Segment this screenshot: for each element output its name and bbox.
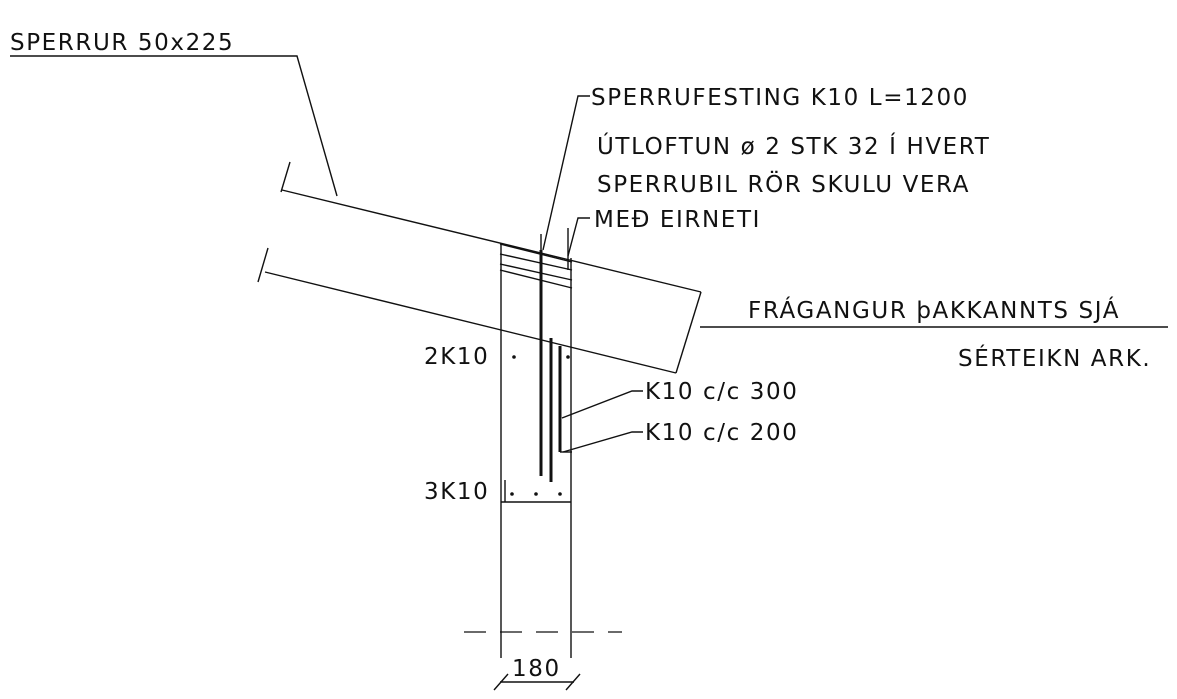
rafter <box>257 161 702 374</box>
rafter-break-mark-bottom <box>257 247 269 283</box>
ventilation-label-line-2: SPERRUBIL RÖR SKULU VERA <box>597 170 970 198</box>
leader-lines <box>10 55 1168 453</box>
ventilation-label-line-3: MEÐ EIRNETI <box>594 207 761 233</box>
wall-top-edge-4 <box>499 269 573 289</box>
eaves-label-line-1: FRÁGANGUR þAKKANNTS SJÁ <box>748 296 1120 324</box>
ventilation-label-line-1: ÚTLOFTUN ø 2 STK 32 Í HVERT <box>597 132 990 160</box>
stirrup-200-leader <box>562 431 643 453</box>
rafter-fixing-label: SPERRUFESTING K10 L=1200 <box>591 85 969 111</box>
rafter-top-edge <box>281 189 702 293</box>
wall-width-label: 180 <box>512 656 561 682</box>
dimension-tick-left <box>493 673 509 691</box>
eaves-label-line-2: SÉRTEIKN ARK. <box>958 344 1151 372</box>
rafter-break-mark-top <box>280 161 291 193</box>
bottom-bar-dot-1 <box>510 492 514 496</box>
wall-top-edge <box>499 243 573 263</box>
stirrup-300-leader <box>561 390 643 419</box>
rafter-leader <box>10 55 338 197</box>
top-bar-dot-1 <box>512 355 516 359</box>
annotations: SPERRUR 50x225 SPERRUFESTING K10 L=1200 … <box>10 30 1151 682</box>
top-bars-label: 2K10 <box>424 344 489 370</box>
bottom-bars-label: 3K10 <box>424 479 489 505</box>
concrete-wall <box>499 243 573 658</box>
top-bar-dot-2 <box>566 355 570 359</box>
reinforcement <box>510 228 572 496</box>
rafter-bottom-edge <box>264 271 677 374</box>
wall-width-dimension <box>493 673 581 691</box>
rafter-label: SPERRUR 50x225 <box>10 30 234 56</box>
ventilation-leader <box>567 217 590 257</box>
bottom-bar-dot-3 <box>558 492 562 496</box>
wall-top-edge-3 <box>499 263 573 281</box>
stirrups-200-label: K10 c/c 200 <box>645 420 799 446</box>
wall-top-edge-2 <box>499 253 573 271</box>
dimension-tick-right <box>565 673 581 691</box>
rafter-fixing-leader <box>542 95 590 251</box>
bottom-bar-dot-2 <box>534 492 538 496</box>
stirrups-300-label: K10 c/c 300 <box>645 379 799 405</box>
rafter-end-cut <box>675 291 702 374</box>
